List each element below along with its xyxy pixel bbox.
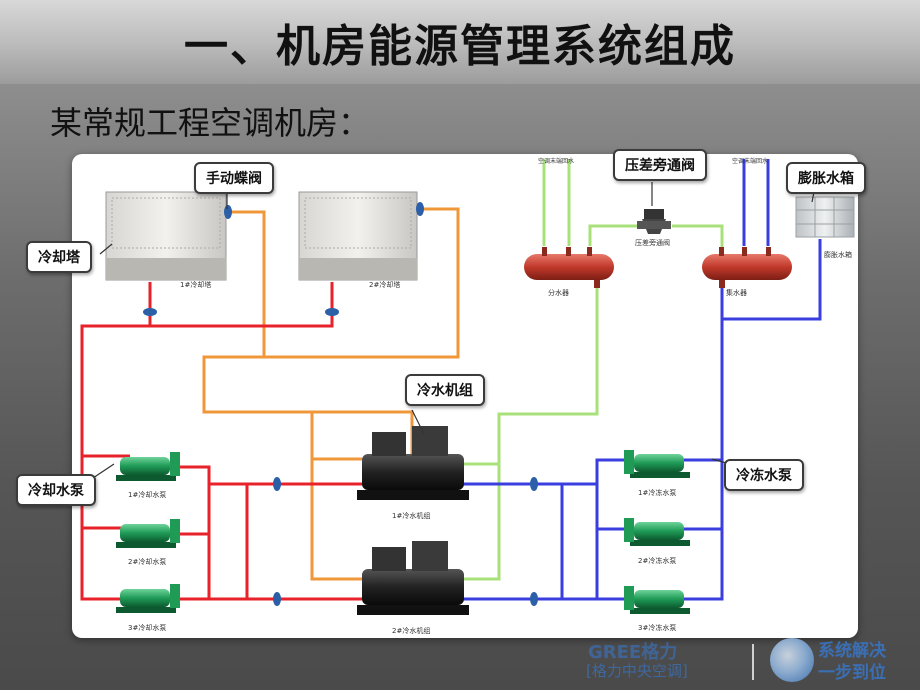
chiller-1-label: 1#冷水机组 [392,512,431,520]
expansion-tank [795,196,855,238]
chilled-pump-3-label: 3#冷冻水泵 [638,624,677,632]
chilled-pump-3 [624,586,690,614]
slogan: 系统解决 一步到位 [770,636,910,686]
pressure-bypass-valve-icon [637,209,671,234]
callout-chiller: 冷水机组 [405,374,485,406]
supply-header [524,247,614,288]
cooling-pump-2 [116,519,180,548]
hvac-diagram [80,159,855,615]
expansion-tank-small-label: 膨胀水箱 [824,251,852,259]
tower-2-label: 2#冷却塔 [369,281,401,289]
callout-chilled-pump: 冷冻水泵 [724,459,804,491]
return-header-label: 集水器 [726,289,747,297]
cooling-supply-pipes [80,282,362,601]
brand-name: GREE格力 [588,642,678,663]
cooling-tower-2 [298,191,418,281]
callout-cooling-tower: 冷却塔 [26,241,92,273]
callout-pressure-bypass: 压差旁通阀 [613,149,707,181]
chilled-pump-2 [624,518,690,546]
title-band [0,0,920,84]
ac-return-left-label: 空调末端回水 [538,158,575,165]
bypass-valve-small-label: 压差旁通阀 [635,239,670,247]
chiller-unit-2 [357,541,469,615]
slogan-line-1: 系统解决 [818,641,886,661]
supply-header-label: 分水器 [548,289,569,297]
return-header [702,247,792,288]
globe-icon [770,638,814,682]
footer-divider [752,644,754,680]
chiller-unit-1 [357,426,469,500]
chilled-pump-2-label: 2#冷冻水泵 [638,557,677,565]
chiller-2-label: 2#冷水机组 [392,627,431,635]
brand-logo: GREE格力 [格力中央空调] [582,640,752,686]
butterfly-valve-icon [143,202,538,606]
cooling-pump-3-label: 3#冷却水泵 [128,624,167,632]
cooling-pump-1 [116,452,180,481]
tower-1-label: 1#冷却塔 [180,281,212,289]
chilled-pump-1-label: 1#冷冻水泵 [638,489,677,497]
callout-butterfly-valve: 手动蝶阀 [194,162,274,194]
slide-subtitle: 某常规工程空调机房： [50,104,371,142]
callout-cooling-pump: 冷却水泵 [16,474,96,506]
cooling-pump-3 [116,584,180,613]
cooling-tower-1 [105,191,227,281]
cooling-pump-1-label: 1#冷却水泵 [128,491,167,499]
callout-expansion-tank: 膨胀水箱 [786,162,866,194]
cooling-pump-2-label: 2#冷却水泵 [128,558,167,566]
cooling-return-pipes [202,207,460,581]
ac-return-right-label: 空调末端回水 [732,158,769,165]
slogan-line-2: 一步到位 [818,663,886,683]
chilled-supply-pipes [462,159,724,581]
slide-title: 一、机房能源管理系统组成 [184,21,736,72]
brand-subtitle: [格力中央空调] [586,662,688,680]
chilled-pump-1 [624,450,690,478]
